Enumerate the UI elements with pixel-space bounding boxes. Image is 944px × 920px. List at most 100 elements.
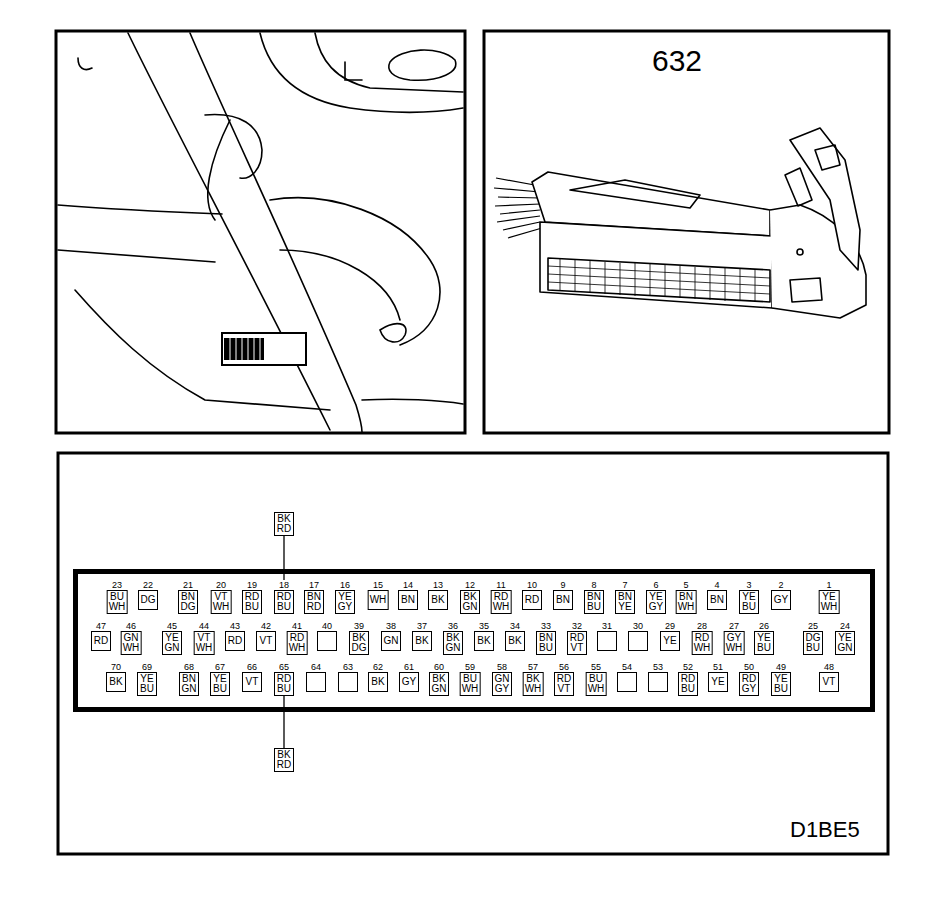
pin-cavity: 60BK GN bbox=[429, 662, 449, 696]
cavity-box: RD VT bbox=[554, 672, 574, 696]
cavity-box: BK bbox=[428, 590, 448, 610]
wire-color: YE GY bbox=[649, 592, 663, 612]
panel-frames bbox=[56, 31, 889, 854]
cavity-box: BK bbox=[505, 631, 525, 651]
pin-cavity: 56RD VT bbox=[554, 662, 574, 696]
cavity-box: GY WH bbox=[724, 631, 745, 655]
pin-number: 12 bbox=[465, 580, 475, 590]
cavity-box: VT bbox=[256, 631, 276, 651]
cavity-box: RD bbox=[91, 631, 111, 651]
cavity-box: BN BU bbox=[584, 590, 604, 614]
pin-cavity: 68 BN GN bbox=[179, 662, 199, 696]
cavity-box: YE bbox=[660, 631, 680, 651]
wire-color: RD BU bbox=[681, 674, 695, 694]
pin-number: 11 bbox=[496, 580, 505, 590]
connector-illustration bbox=[494, 128, 866, 318]
pin-cavity: 4BN bbox=[707, 580, 727, 610]
pin-number: 10 bbox=[527, 580, 537, 590]
pin-number: 69 bbox=[142, 662, 152, 672]
wire-color: BN DG bbox=[181, 592, 196, 612]
wire-color: BN WH bbox=[678, 592, 695, 612]
cavity-box: BN WH bbox=[676, 590, 697, 614]
pin-number: 43 bbox=[230, 621, 240, 631]
wire-color: RD GY bbox=[742, 674, 756, 694]
sketch-line bbox=[78, 58, 92, 70]
panel-frame bbox=[58, 453, 888, 854]
pin-cavity: 32RD VT bbox=[567, 621, 587, 655]
pin-number: 64 bbox=[311, 662, 321, 672]
cavity-box: YE BU bbox=[137, 672, 157, 696]
pin-number: 30 bbox=[633, 621, 643, 631]
pin-cavity: 49YE BU bbox=[771, 662, 791, 696]
wire-color: YE BU bbox=[140, 674, 154, 694]
seat-illustration bbox=[58, 33, 463, 432]
wire-color: BU WH bbox=[588, 674, 605, 694]
pin-cavity: 10RD bbox=[522, 580, 542, 610]
wire-color: BK bbox=[431, 595, 444, 605]
cavity-box: VT WH bbox=[194, 631, 215, 655]
locking-lever bbox=[790, 128, 860, 270]
cavity-box: BK WH bbox=[523, 672, 544, 696]
pin-cavity: 2GY bbox=[771, 580, 791, 610]
pin-number: 28 bbox=[697, 621, 707, 631]
wire-color: BK GN bbox=[446, 633, 461, 653]
wire-color: DG bbox=[141, 595, 156, 605]
pin-cavity: 35BK bbox=[474, 621, 494, 651]
pin-number: 19 bbox=[247, 580, 257, 590]
pin-cavity: 16YE GY bbox=[335, 580, 355, 614]
cavity-box: RD WH bbox=[287, 631, 308, 655]
pin-number: 34 bbox=[510, 621, 520, 631]
pin-number: 35 bbox=[479, 621, 489, 631]
pin-cavity: 41 RD WH bbox=[287, 621, 308, 655]
leader-line bbox=[283, 536, 284, 580]
pin-number: 51 bbox=[713, 662, 723, 672]
wire-color: VT WH bbox=[196, 633, 213, 653]
wire-color: BK RD bbox=[277, 514, 291, 534]
seat-cushion bbox=[260, 33, 463, 112]
cavity-box: GY bbox=[399, 672, 419, 692]
floor-line bbox=[58, 250, 215, 262]
wire-color: GN WH bbox=[123, 633, 140, 653]
pin-cavity: 19RD BU bbox=[242, 580, 262, 614]
pin-cavity: 15WH bbox=[368, 580, 389, 610]
wire-color: VT bbox=[823, 677, 836, 687]
wire-color: VT bbox=[246, 677, 259, 687]
wire-color: BK WH bbox=[525, 674, 542, 694]
wire-color: GY bbox=[402, 677, 416, 687]
lever-slot bbox=[815, 145, 840, 170]
pin-cavity: 46GN WH bbox=[121, 621, 142, 655]
pin-cavity: 42VT bbox=[256, 621, 276, 651]
pin-number: 1 bbox=[826, 580, 831, 590]
wire-color: BN YE bbox=[618, 592, 632, 612]
cavity-box: BU WH bbox=[460, 672, 481, 696]
wire-color: RD WH bbox=[289, 633, 306, 653]
cup-holder bbox=[389, 50, 456, 80]
cavity-box: DG bbox=[138, 590, 158, 610]
panel-frame bbox=[56, 31, 465, 433]
pin-cavity: 50RD GY bbox=[739, 662, 759, 696]
wire-color: BK bbox=[508, 636, 521, 646]
pin-number: 41 bbox=[292, 621, 302, 631]
seat-contour bbox=[280, 250, 400, 320]
pin-cavity: 29YE bbox=[660, 621, 680, 651]
cavity-box: RD BU bbox=[678, 672, 698, 696]
cavity-box: YE GY bbox=[646, 590, 666, 614]
wire-color: GY WH bbox=[726, 633, 743, 653]
wire-color: YE BU bbox=[774, 674, 788, 694]
pin-number: 38 bbox=[386, 621, 396, 631]
cavity-box: BK DG bbox=[349, 631, 369, 655]
pin-number: 66 bbox=[247, 662, 257, 672]
pin-cavity: 26YE BU bbox=[754, 621, 774, 655]
pin-number: 68 bbox=[184, 662, 194, 672]
module-body bbox=[222, 333, 306, 365]
cavity-box: RD GY bbox=[739, 672, 759, 696]
wire-color: BU WH bbox=[109, 592, 126, 612]
pin-cavity: 30 bbox=[628, 621, 648, 651]
wire-color: YE bbox=[663, 636, 676, 646]
callout-frame: BK RD bbox=[274, 512, 294, 536]
pin-number: 57 bbox=[528, 662, 538, 672]
pin-cavity: 14BN bbox=[398, 580, 418, 610]
wire-color: BN GN bbox=[182, 674, 197, 694]
wire-color: BK bbox=[477, 636, 490, 646]
